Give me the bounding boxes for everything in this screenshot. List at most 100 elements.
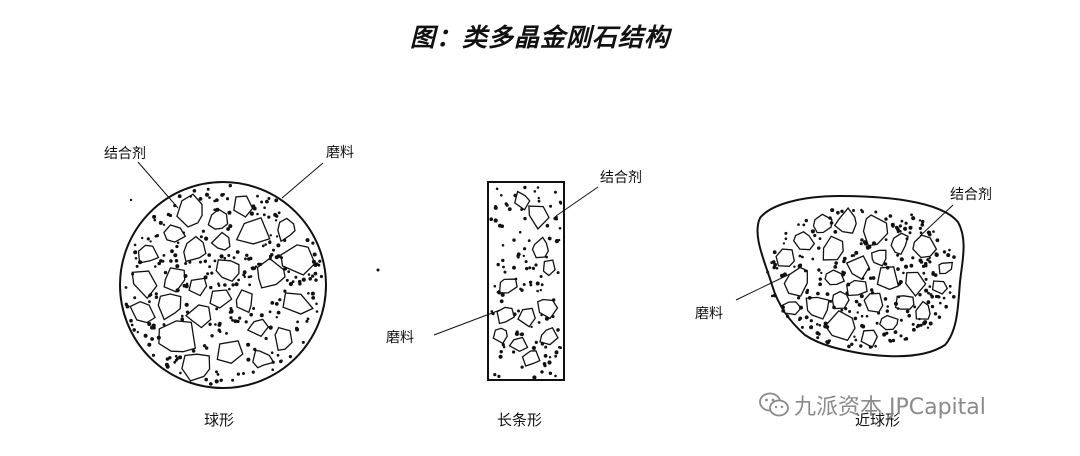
sphere-abrasive-label: 磨料	[326, 145, 354, 161]
binder-dot	[548, 371, 553, 375]
binder-dot	[842, 256, 847, 261]
abrasive-grain	[188, 277, 208, 297]
binder-dot	[496, 262, 500, 267]
binder-dot	[928, 260, 932, 264]
binder-dot	[772, 293, 777, 298]
binder-dot	[203, 275, 208, 280]
binder-dot	[939, 301, 942, 305]
binder-dot	[268, 257, 272, 261]
binder-dot	[276, 353, 280, 357]
binder-dot	[202, 344, 207, 348]
binder-dot	[802, 223, 806, 227]
abrasive-grain	[833, 207, 857, 234]
binder-dot	[842, 259, 846, 264]
binder-dot	[948, 284, 952, 288]
binder-dot	[210, 334, 214, 338]
binder-dot	[829, 299, 833, 303]
binder-dot	[310, 291, 315, 296]
binder-dot	[225, 197, 230, 201]
sphere-binder-dots	[124, 183, 323, 386]
binder-dot	[859, 294, 864, 299]
abrasive-grain	[252, 349, 275, 369]
abrasive-grain	[521, 350, 541, 367]
binder-dot	[903, 264, 909, 269]
binder-dot	[268, 325, 273, 330]
binder-dot	[512, 265, 516, 270]
binder-dot	[199, 235, 203, 239]
binder-dot	[868, 345, 873, 349]
binder-dot	[899, 334, 903, 338]
binder-dot	[237, 278, 241, 282]
binder-dot	[818, 324, 822, 327]
binder-dot	[133, 296, 137, 300]
binder-dot	[552, 298, 556, 302]
binder-dot	[909, 263, 914, 268]
binder-dot	[163, 270, 168, 275]
binder-dot	[833, 265, 838, 269]
binder-dot	[830, 208, 835, 213]
binder-dot	[269, 234, 272, 237]
binder-dot	[247, 275, 251, 279]
binder-dot	[797, 223, 800, 226]
abrasive-grain	[862, 214, 889, 247]
binder-dot	[766, 270, 770, 274]
binder-dot	[208, 265, 212, 269]
binder-dot	[537, 196, 540, 200]
binder-dot	[908, 231, 912, 235]
binder-dot	[886, 305, 889, 308]
abrasive-grain	[831, 290, 850, 310]
binder-dot	[138, 260, 143, 265]
binder-dot	[185, 282, 189, 286]
binder-dot	[934, 294, 939, 299]
binder-dot	[815, 331, 820, 336]
binder-dot	[270, 253, 274, 257]
binder-dot	[280, 359, 283, 363]
binder-dot	[206, 187, 210, 191]
binder-dot	[840, 209, 844, 213]
binder-dot	[228, 183, 232, 188]
binder-dot	[184, 302, 189, 307]
binder-dot	[162, 254, 166, 257]
binder-dot	[522, 283, 526, 286]
binder-dot	[534, 340, 538, 344]
binder-dot	[311, 274, 315, 278]
binder-dot	[898, 224, 903, 228]
binder-dot	[918, 317, 921, 321]
binder-dot	[204, 377, 208, 382]
binder-dot	[264, 243, 268, 246]
binder-dot	[204, 236, 209, 241]
binder-dot	[515, 330, 519, 334]
binder-dot	[153, 218, 157, 222]
binder-dot	[155, 234, 159, 238]
binder-dot	[291, 280, 295, 284]
binder-dot	[501, 244, 505, 247]
binder-dot	[525, 266, 529, 271]
binder-dot	[893, 330, 898, 334]
binder-dot	[926, 230, 932, 235]
binder-dot	[528, 266, 532, 270]
binder-dot	[188, 260, 192, 264]
binder-dot	[856, 311, 859, 314]
binder-dot	[554, 350, 559, 355]
binder-dot	[178, 355, 183, 360]
binder-dot	[952, 295, 956, 299]
binder-dot	[226, 227, 231, 231]
binder-dot	[280, 256, 283, 260]
binder-dot	[944, 304, 948, 309]
binder-dot	[923, 320, 928, 325]
binder-dot	[540, 283, 544, 287]
binder-dot	[921, 223, 924, 226]
binder-dot	[217, 328, 221, 332]
binder-dot	[786, 314, 790, 318]
binder-dot	[818, 277, 822, 281]
binder-dot	[516, 255, 520, 259]
binder-dot	[256, 212, 259, 216]
binder-dot	[523, 247, 527, 251]
binder-dot	[232, 256, 236, 260]
abrasive-grain	[871, 249, 887, 267]
binder-dot	[315, 262, 319, 266]
binder-dot	[495, 187, 499, 191]
binder-dot	[859, 344, 863, 348]
binder-dot	[900, 219, 904, 223]
binder-dot	[893, 301, 899, 306]
